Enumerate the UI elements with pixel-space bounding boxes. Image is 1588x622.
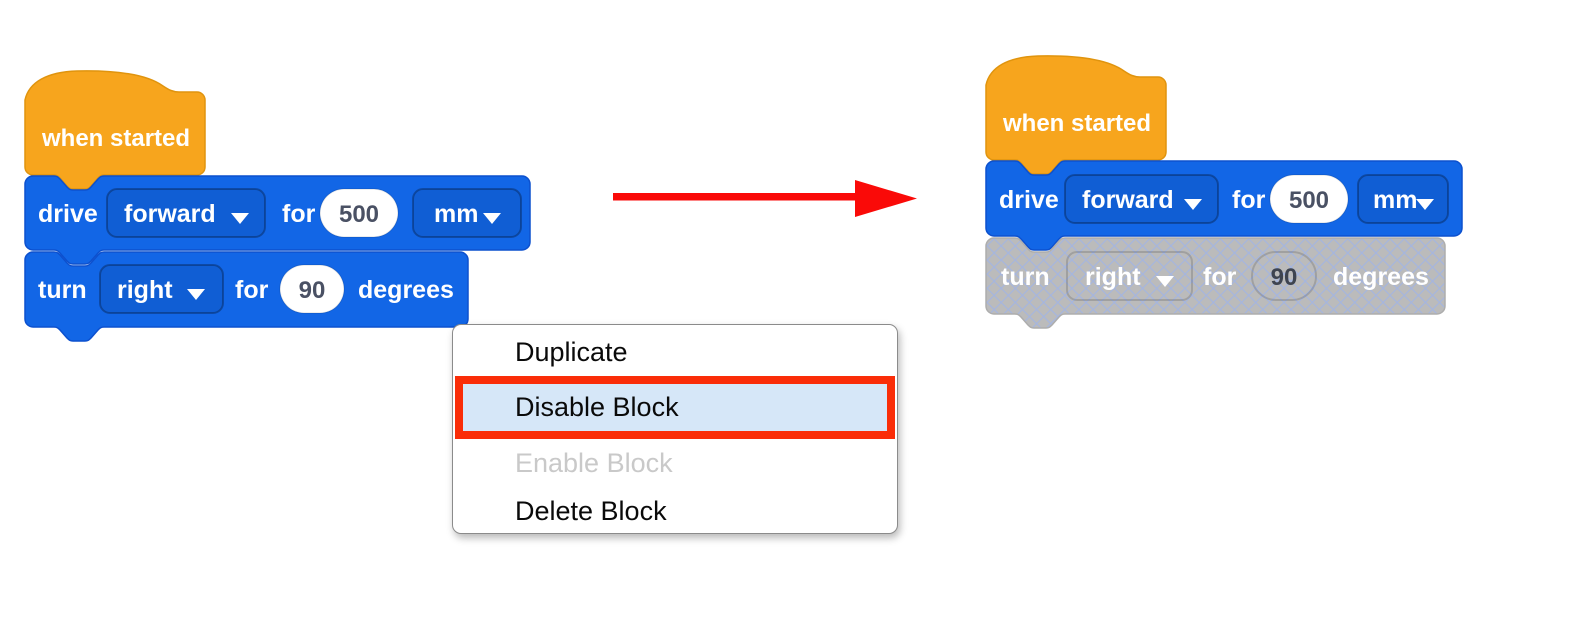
drive-block[interactable]: drive forward for 500 mm bbox=[985, 160, 1463, 251]
when-started-hat-block[interactable]: when started bbox=[985, 55, 1167, 175]
dropdown-field bbox=[106, 188, 266, 238]
for-label: for bbox=[1203, 263, 1237, 291]
turn-direction-dropdown[interactable]: right bbox=[99, 264, 224, 314]
drive-unit-dropdown[interactable]: mm bbox=[1357, 174, 1449, 224]
drive-unit-dropdown[interactable]: mm bbox=[412, 188, 522, 238]
value-oval bbox=[1269, 174, 1349, 224]
menu-item-disable-block-highlight: Disable Block bbox=[455, 376, 895, 439]
turn-block-disabled[interactable]: turn right for 90 degrees bbox=[985, 237, 1446, 329]
turn-label: turn bbox=[38, 276, 87, 304]
arrow-shape bbox=[613, 180, 917, 217]
drive-distance-input[interactable]: 500 bbox=[1269, 174, 1349, 224]
hat-block-label: when started bbox=[41, 125, 190, 152]
for-label: for bbox=[1232, 186, 1266, 214]
turn-angle-input[interactable]: 90 bbox=[279, 264, 345, 314]
hat-block-shape bbox=[24, 70, 206, 190]
drive-label: drive bbox=[999, 186, 1059, 214]
value-oval bbox=[1251, 251, 1317, 301]
chevron-down-icon bbox=[187, 289, 205, 300]
turn-label: turn bbox=[1001, 263, 1050, 291]
dropdown-field bbox=[412, 188, 522, 238]
drive-distance-input[interactable]: 500 bbox=[319, 188, 399, 238]
drive-direction-dropdown[interactable]: forward bbox=[1064, 174, 1219, 224]
dropdown-field bbox=[1357, 174, 1449, 224]
chevron-down-icon bbox=[1184, 199, 1202, 210]
chevron-down-icon bbox=[1156, 276, 1174, 287]
hat-block-shape bbox=[985, 55, 1167, 175]
menu-item-enable-block: Enable Block bbox=[515, 448, 673, 478]
drive-label: drive bbox=[38, 200, 98, 228]
menu-item-disable-block[interactable]: Disable Block bbox=[455, 376, 895, 439]
drive-direction-value: forward bbox=[124, 200, 216, 228]
drive-distance-value: 500 bbox=[339, 201, 379, 228]
dropdown-field bbox=[99, 264, 224, 314]
drive-direction-dropdown[interactable]: forward bbox=[106, 188, 266, 238]
value-oval bbox=[279, 264, 345, 314]
degrees-label: degrees bbox=[1333, 263, 1429, 291]
turn-direction-value: right bbox=[117, 276, 173, 304]
chevron-down-icon bbox=[483, 213, 501, 224]
for-label: for bbox=[282, 200, 316, 228]
drive-direction-value: forward bbox=[1082, 186, 1174, 214]
left-block-stack: when started drive forward for 500 mm bbox=[24, 70, 531, 342]
turn-block-disabled-shape bbox=[985, 237, 1446, 329]
dropdown-field bbox=[1066, 251, 1193, 301]
for-label: for bbox=[235, 276, 269, 304]
chevron-down-icon bbox=[231, 213, 249, 224]
turn-block[interactable]: turn right for 90 degrees bbox=[24, 251, 469, 342]
dropdown-field bbox=[1064, 174, 1219, 224]
when-started-hat-block[interactable]: when started bbox=[24, 70, 206, 190]
drive-block[interactable]: drive forward for 500 mm bbox=[24, 175, 531, 265]
turn-direction-value: right bbox=[1085, 263, 1141, 291]
turn-angle-input[interactable]: 90 bbox=[1251, 251, 1317, 301]
drive-distance-value: 500 bbox=[1289, 187, 1329, 214]
menu-item-duplicate[interactable]: Duplicate bbox=[515, 336, 628, 367]
turn-direction-dropdown[interactable]: right bbox=[1066, 251, 1193, 301]
turn-angle-value: 90 bbox=[299, 277, 326, 304]
drive-unit-value: mm bbox=[1373, 186, 1417, 214]
chevron-down-icon bbox=[1416, 199, 1434, 210]
degrees-label: degrees bbox=[358, 276, 454, 304]
right-block-stack: when started drive forward for 500 mm bbox=[985, 55, 1463, 329]
menu-item-delete-block[interactable]: Delete Block bbox=[515, 496, 667, 526]
hat-block-label: when started bbox=[1002, 110, 1151, 137]
drive-unit-value: mm bbox=[434, 200, 478, 228]
before-after-arrow-icon bbox=[613, 180, 917, 217]
block-context-menu: Duplicate Disable Block Enable Block Del… bbox=[452, 324, 898, 534]
value-oval bbox=[319, 188, 399, 238]
drive-block-shape bbox=[985, 160, 1463, 251]
turn-angle-value: 90 bbox=[1271, 264, 1298, 291]
drive-block-shape bbox=[24, 175, 531, 265]
